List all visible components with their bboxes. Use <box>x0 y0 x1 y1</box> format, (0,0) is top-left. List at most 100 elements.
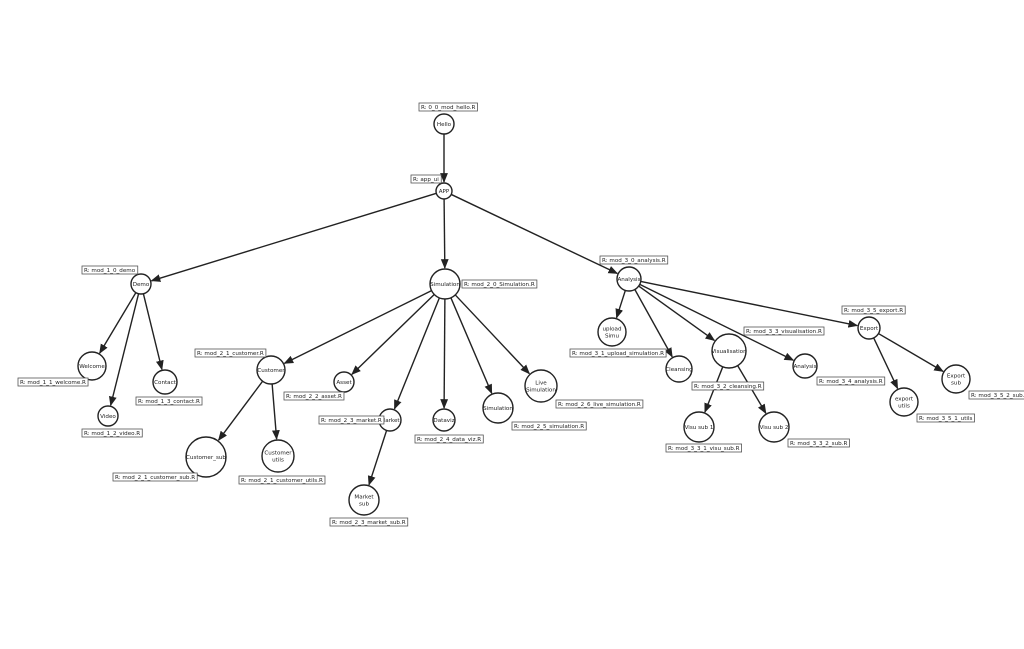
node-circle <box>683 411 715 443</box>
node-label: upload <box>602 327 622 333</box>
file-tag-asset: R: mod_2_2_asset.R <box>283 391 345 401</box>
file-tag-box <box>414 434 484 444</box>
node-visu1[interactable]: Visu sub 1 <box>683 411 715 443</box>
node-cleansing[interactable]: Cleansing <box>665 355 693 383</box>
node-circle <box>435 182 453 200</box>
file-tag-box <box>329 517 409 527</box>
node-circle <box>261 439 295 473</box>
node-circle <box>597 317 627 347</box>
node-circle <box>130 273 152 295</box>
edges-layer <box>99 134 944 486</box>
node-label: Hello <box>437 122 452 128</box>
node-customer_sub[interactable]: Customer_sub <box>185 436 227 478</box>
node-visu2[interactable]: Visu sub 2 <box>758 411 790 443</box>
file-tag-text: R: mod_3_3_visualisation.R <box>746 329 822 335</box>
file-tag-box <box>410 174 442 184</box>
node-export[interactable]: Export <box>857 316 881 340</box>
node-demo[interactable]: Demo <box>130 273 152 295</box>
edge-market-to-market_sub <box>367 430 388 486</box>
file-tag-market_sub: R: mod_2_3_market_sub.R <box>329 517 409 527</box>
nodes-layer: HelloAPPDemoWelcomeVideoContactSimulatio… <box>77 113 971 516</box>
file-tag-box <box>841 305 906 315</box>
node-label: export <box>895 397 914 403</box>
file-tag-box <box>81 265 139 275</box>
node-label: APP <box>439 189 450 195</box>
edge-analysis-to-export <box>640 280 859 328</box>
node-circle <box>665 355 693 383</box>
node-analysis2[interactable]: Analysis <box>792 353 818 379</box>
node-label: Live <box>535 381 547 387</box>
edge-demo-to-contact <box>142 293 164 371</box>
file-tag-contact: R: mod_1_3_contact.R <box>135 396 203 406</box>
node-circle <box>941 364 971 394</box>
file-tag-text: R: mod_3_0_analysis.R <box>602 258 666 264</box>
node-circle <box>857 316 881 340</box>
file-tag-text: R: mod_2_1_customer_sub.R <box>115 475 195 481</box>
node-label: Simulation <box>526 387 556 393</box>
node-circle <box>429 268 461 300</box>
file-tag-text: R: mod_3_1_upload_simulation.R <box>572 351 664 357</box>
file-tag-box <box>787 438 850 448</box>
file-tag-box <box>968 390 1024 400</box>
file-tag-text: R: mod_3_4_analysis.R <box>819 379 883 385</box>
file-tag-text: R: mod_2_3_market.R <box>321 418 382 424</box>
file-tag-welcome: R: mod_1_1_welcome.R <box>17 377 89 387</box>
node-circle <box>758 411 790 443</box>
file-tag-text: R: mod_3_5_1_utils <box>919 416 973 422</box>
node-hello[interactable]: Hello <box>433 113 455 135</box>
node-label: Customer_sub <box>186 455 226 461</box>
file-tag-text: R: mod_2_1_customer.R <box>197 351 264 357</box>
file-tag-text: R: mod_3_5_2_sub.R <box>971 393 1024 399</box>
node-label: Analysis <box>617 277 640 283</box>
node-circle <box>889 387 919 417</box>
edge-simulation-to-dataviz <box>440 298 449 409</box>
node-label: Customer <box>257 368 285 374</box>
node-simulation2[interactable]: Simulation <box>482 392 514 424</box>
node-analysis[interactable]: Analysis <box>616 266 642 292</box>
node-circle <box>711 333 747 369</box>
node-customer[interactable]: Customer <box>256 355 286 385</box>
file-tag-dataviz: R: mod_2_4_data_viz.R <box>414 434 484 444</box>
file-tag-text: R: mod_1_0_demo <box>84 268 136 274</box>
tags-layer: R: 0_0_mod_hello.RR: app_uiR: mod_1_0_de… <box>17 102 1024 527</box>
edge-app-to-demo <box>150 192 437 282</box>
node-label: Video <box>100 414 116 420</box>
file-tag-customer: R: mod_2_1_customer.R <box>194 348 267 358</box>
file-tag-market: R: mod_2_3_market.R <box>318 415 385 425</box>
node-circle <box>616 266 642 292</box>
node-simulation[interactable]: Simulation <box>429 268 461 300</box>
file-tag-text: R: mod_2_5_simulation.R <box>514 424 584 430</box>
file-tag-text: R: mod_1_2_video.R <box>84 431 140 437</box>
node-contact[interactable]: Contact <box>152 369 178 395</box>
node-app[interactable]: APP <box>435 182 453 200</box>
node-label: Contact <box>154 380 177 386</box>
file-tag-box <box>194 348 267 358</box>
file-tag-box <box>555 399 644 409</box>
edge-app-to-analysis <box>450 193 619 275</box>
node-asset[interactable]: Asset <box>333 371 355 393</box>
node-dataviz[interactable]: Dataviz <box>432 408 456 432</box>
edge-export-to-export_utils <box>873 337 899 390</box>
node-label: Cleansing <box>665 367 693 373</box>
edge-demo-to-welcome <box>99 292 137 354</box>
file-tag-export: R: mod_3_5_export.R <box>841 305 906 315</box>
file-tag-video: R: mod_1_2_video.R <box>81 428 143 438</box>
node-visualisation[interactable]: Visualisation <box>711 333 747 369</box>
node-label: Simu <box>605 333 620 339</box>
file-tag-visu1: R: mod_3_3_1_visu_sub.R <box>665 443 742 453</box>
file-tag-app: R: app_ui <box>410 174 442 184</box>
node-label: Simulation <box>430 282 460 288</box>
node-welcome[interactable]: Welcome <box>77 351 107 381</box>
file-tag-text: R: mod_2_1_customer_utils.R <box>241 478 323 484</box>
file-tag-box <box>81 428 143 438</box>
edge-app-to-simulation <box>440 198 449 269</box>
node-video[interactable]: Video <box>97 405 119 427</box>
file-tag-text: R: mod_2_3_market_sub.R <box>332 520 406 526</box>
